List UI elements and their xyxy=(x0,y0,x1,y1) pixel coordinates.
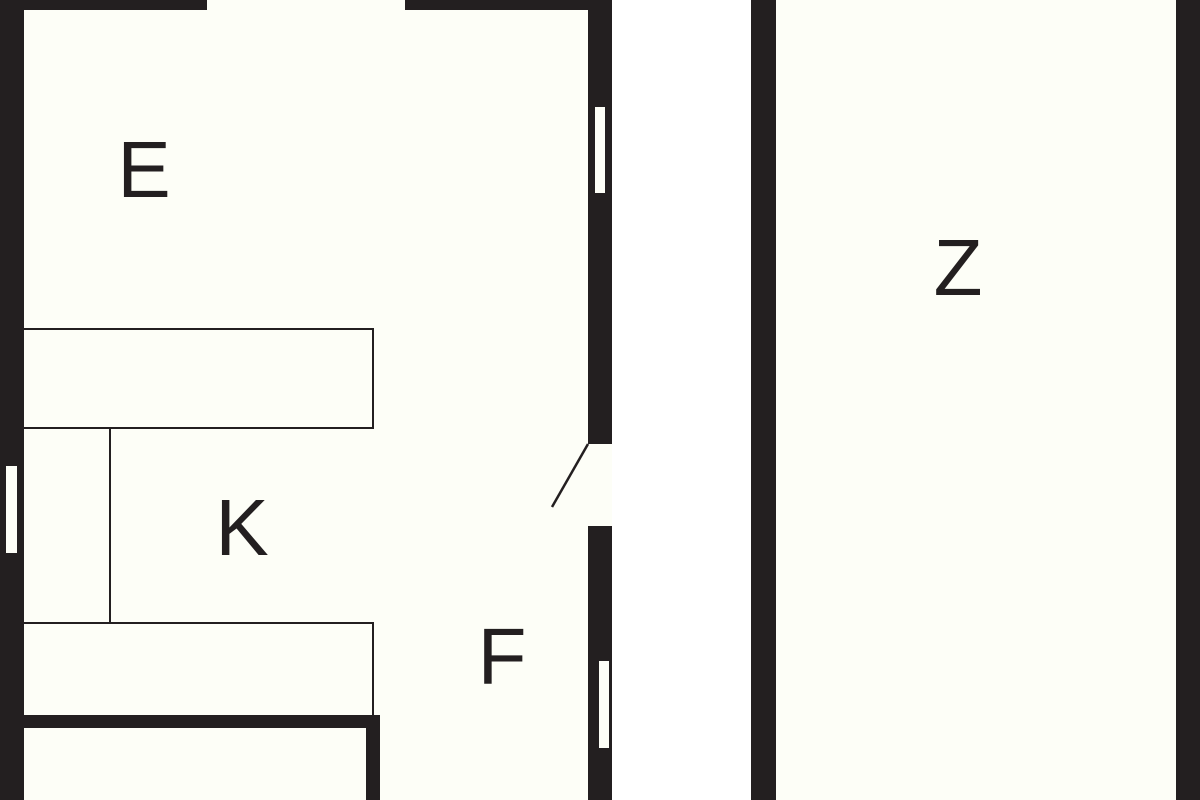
room-label-f: F xyxy=(477,612,527,701)
right-wall-upper xyxy=(588,0,612,444)
room-z-right-wall xyxy=(1176,0,1200,800)
interior-wall-vertical xyxy=(366,715,380,800)
window-east-upper xyxy=(594,106,606,194)
counter-side xyxy=(109,428,111,623)
room-label-e: E xyxy=(117,125,171,214)
top-wall-right xyxy=(405,0,612,10)
window-east-lower xyxy=(598,660,610,749)
left-wall xyxy=(0,0,24,800)
top-wall-left xyxy=(0,0,207,10)
window-west xyxy=(5,465,18,554)
counter-lower xyxy=(22,622,374,718)
room-label-k: K xyxy=(215,483,269,572)
floor-room-z xyxy=(751,0,1200,800)
room-label-z: Z xyxy=(933,223,983,312)
door-swing-icon[interactable] xyxy=(540,430,600,520)
interior-wall-horizontal xyxy=(24,715,380,728)
room-z-left-wall xyxy=(751,0,776,800)
counter-upper xyxy=(22,328,374,429)
